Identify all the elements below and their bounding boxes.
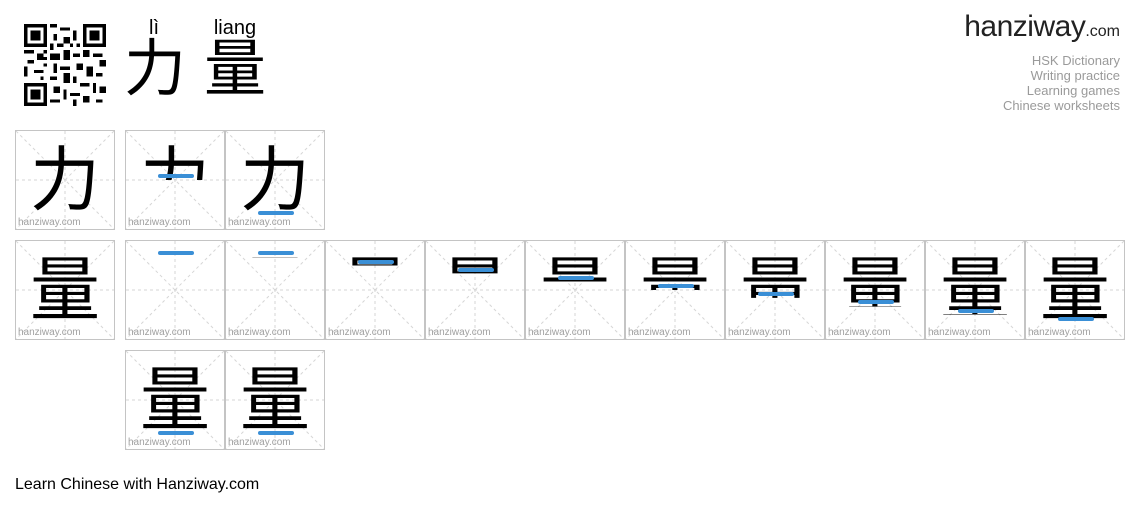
current-stroke	[958, 309, 994, 313]
watermark: hanziway.com	[228, 327, 291, 338]
watermark: hanziway.com	[128, 437, 191, 448]
pinyin-1: lì	[149, 17, 159, 39]
current-stroke	[158, 431, 194, 435]
current-stroke	[658, 284, 694, 288]
guide-lines	[126, 241, 224, 339]
watermark: hanziway.com	[128, 327, 191, 338]
partial-glyph: 量	[940, 249, 1010, 331]
guide-lines	[226, 131, 324, 229]
link-writing-practice[interactable]: Writing practice	[1030, 68, 1120, 83]
watermark: hanziway.com	[18, 217, 81, 228]
partial-glyph: 量	[840, 249, 910, 331]
current-stroke	[1058, 317, 1094, 321]
current-stroke	[158, 251, 194, 255]
pinyin-2: liang	[213, 17, 257, 39]
watermark: hanziway.com	[428, 327, 491, 338]
watermark: hanziway.com	[128, 217, 191, 228]
watermark: hanziway.com	[228, 217, 291, 228]
current-stroke	[258, 431, 294, 435]
link-hsk-dictionary[interactable]: HSK Dictionary	[1031, 53, 1120, 68]
guide-lines	[826, 241, 924, 339]
guide-lines	[226, 351, 324, 449]
title-char-1: 力	[124, 32, 187, 105]
guide-lines	[526, 241, 624, 339]
watermark: hanziway.com	[628, 327, 691, 338]
model-glyph: 力	[30, 139, 100, 221]
link-learning-games[interactable]: Learning games	[1026, 83, 1120, 98]
brand-name: hanziway	[964, 10, 1086, 43]
model-glyph: 量	[30, 249, 100, 331]
watermark: hanziway.com	[1028, 327, 1091, 338]
guide-lines	[16, 131, 114, 229]
guide-lines	[16, 241, 114, 339]
current-stroke	[258, 251, 294, 255]
footer-text: Learn Chinese with Hanziway.com	[15, 476, 260, 493]
site-links: HSK Dictionary Writing practice Learning…	[1003, 53, 1120, 113]
brand-logo[interactable]: hanziway.com	[964, 12, 1120, 42]
partial-glyph: 量	[1040, 249, 1110, 331]
current-stroke	[158, 174, 194, 178]
current-stroke	[558, 276, 594, 280]
guide-lines	[326, 241, 424, 339]
guide-lines	[1026, 241, 1124, 339]
watermark: hanziway.com	[228, 437, 291, 448]
title-char-2: 量	[204, 32, 267, 105]
brand-tld: .com	[1085, 23, 1120, 40]
qr-code-icon	[24, 24, 106, 106]
guide-lines	[926, 241, 1024, 339]
current-stroke	[358, 260, 394, 264]
watermark: hanziway.com	[18, 327, 81, 338]
watermark: hanziway.com	[728, 327, 791, 338]
guide-lines	[426, 241, 524, 339]
watermark: hanziway.com	[828, 327, 891, 338]
partial-glyph: 量	[740, 249, 810, 331]
partial-glyph: 量	[140, 359, 210, 441]
guide-lines	[626, 241, 724, 339]
guide-lines	[126, 351, 224, 449]
watermark: hanziway.com	[328, 327, 391, 338]
current-stroke	[258, 211, 294, 215]
guide-lines	[226, 241, 324, 339]
guide-lines	[726, 241, 824, 339]
current-stroke	[758, 292, 794, 296]
partial-glyph: 量	[240, 359, 310, 441]
current-stroke	[458, 268, 494, 272]
link-chinese-worksheets[interactable]: Chinese worksheets	[1002, 98, 1120, 113]
current-stroke	[858, 300, 894, 304]
watermark: hanziway.com	[928, 327, 991, 338]
partial-glyph: 量	[240, 249, 310, 331]
guide-lines	[126, 131, 224, 229]
partial-glyph: 力	[240, 139, 310, 221]
watermark: hanziway.com	[528, 327, 591, 338]
